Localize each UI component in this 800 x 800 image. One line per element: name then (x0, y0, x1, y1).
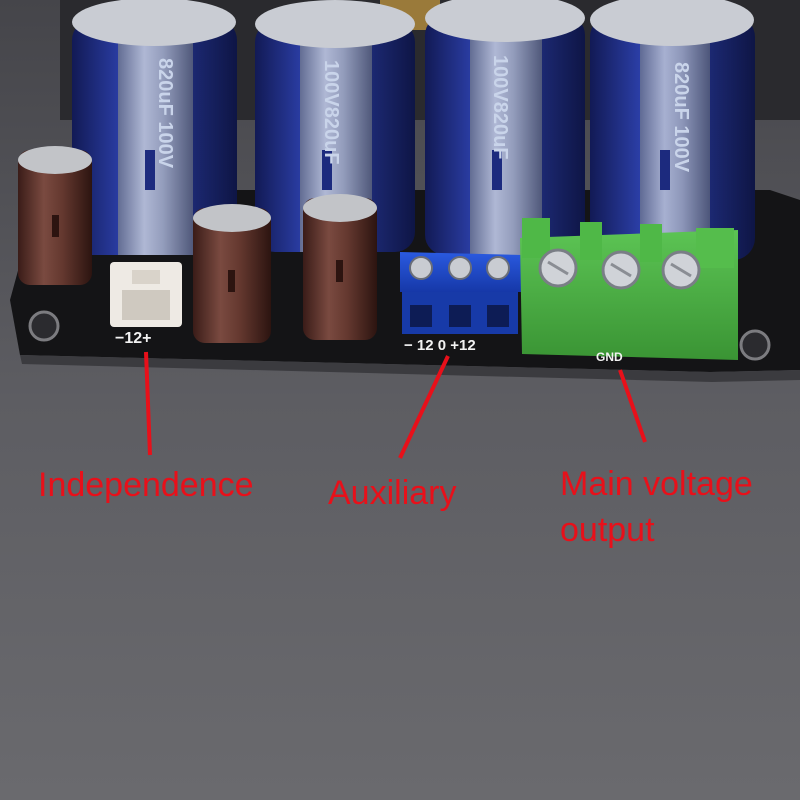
large-capacitor-3 (425, 0, 585, 255)
capacitor-4-marking: 820uF 100V (670, 62, 692, 173)
mounting-hole-left (28, 310, 60, 342)
annotation-main-line1: Main voltage (560, 465, 753, 503)
small-capacitor-right (303, 194, 377, 340)
auxiliary-terminal-block (400, 252, 522, 334)
independent-connector (110, 262, 182, 327)
capacitor-3-marking: 100V820uF (489, 55, 511, 160)
annotation-main-line2: output (560, 511, 655, 549)
silkscreen-gnd: GND (596, 350, 623, 364)
pointer-line-auxiliary (398, 355, 450, 459)
mounting-hole-right (739, 329, 771, 361)
annotation-independence: Independence (38, 466, 254, 504)
annotation-auxiliary: Auxiliary (328, 474, 457, 512)
pointer-line-independence (144, 351, 152, 456)
capacitor-2-marking: 100V820uF (320, 60, 342, 165)
large-capacitor-1 (72, 0, 237, 255)
small-capacitor-left (18, 146, 92, 285)
main-terminal-block (520, 218, 738, 360)
capacitor-1-marking: 820uF 100V (154, 58, 176, 169)
annotation-main-voltage-output: Main voltage output (560, 461, 753, 553)
pointer-line-main (618, 369, 647, 443)
pcb-edge (20, 355, 800, 382)
silkscreen-independent: −12+ (115, 330, 152, 347)
large-capacitor-4 (590, 0, 755, 260)
silkscreen-auxiliary: − 12 0 +12 (404, 337, 476, 354)
small-capacitor-middle (193, 204, 271, 343)
